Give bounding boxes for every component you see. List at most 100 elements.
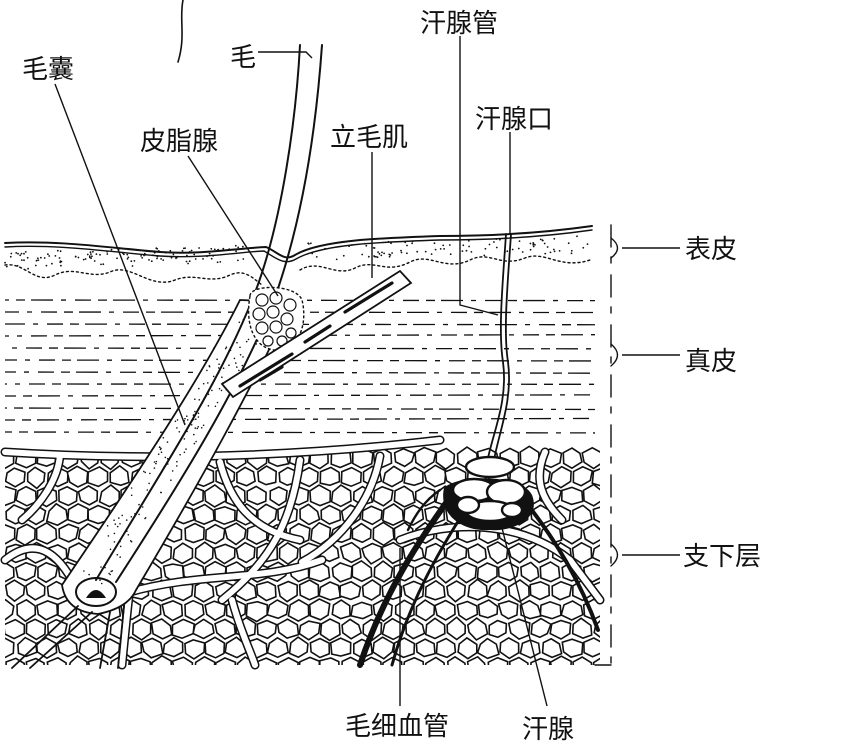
fat-cell [14, 561, 37, 582]
stipple-dot [373, 247, 376, 249]
skin-surface [4, 225, 593, 259]
leader-hair-follicle [54, 83, 186, 426]
stipple-dot [114, 523, 117, 525]
sweat-gland [443, 455, 534, 531]
stipple-dot [442, 244, 445, 247]
fat-cell [46, 656, 68, 665]
fat-cell [277, 656, 300, 665]
stipple-dot [220, 389, 223, 392]
fat-cell [266, 636, 290, 659]
stipple-dot [160, 451, 163, 454]
fat-cell [5, 637, 15, 659]
stipple-dot [60, 264, 62, 267]
fat-cell [309, 484, 332, 507]
fat-cell [582, 483, 600, 507]
stipple-dot [449, 253, 452, 256]
stipple-dot [411, 240, 414, 243]
stipple-dot [185, 448, 187, 450]
fat-cell [235, 466, 256, 487]
stipple-dot [146, 489, 149, 491]
fat-cell [37, 561, 59, 584]
fat-cell [150, 618, 173, 640]
fat-cell [423, 464, 447, 488]
stipple-dot [176, 465, 178, 467]
sweat-gland-coil [455, 495, 481, 515]
fat-cell [562, 447, 583, 470]
stipple-dot [82, 258, 85, 261]
fat-cell [403, 466, 424, 487]
stipple-dot [100, 263, 102, 266]
stipple-dot [351, 244, 353, 246]
stipple-dot [202, 424, 205, 427]
fat-cell [192, 503, 215, 525]
fat-cell [382, 465, 405, 488]
stipple-dot [499, 238, 501, 241]
stipple-dot [47, 253, 49, 256]
stipple-dot [529, 248, 532, 251]
stipple-dot [20, 252, 23, 255]
label-dermis: 真皮 [685, 347, 737, 377]
stipple-dot [157, 453, 160, 456]
fat-cell [616, 467, 634, 487]
fat-cell [266, 599, 289, 620]
gland-cell [269, 320, 283, 334]
stipple-dot [188, 260, 191, 263]
stipple-dot [558, 250, 561, 252]
stipple-dot [59, 260, 62, 263]
fat-cell [508, 656, 529, 665]
stipple-dot [193, 442, 196, 445]
stipple-dot [389, 254, 392, 256]
stipple-dot [311, 252, 314, 255]
fat-cell [46, 618, 68, 639]
fat-cell [435, 447, 456, 471]
stipple-dot [433, 242, 436, 245]
stipple-dot [195, 440, 197, 443]
fat-cell [519, 639, 541, 659]
sweat-gland-coil [464, 455, 516, 479]
stipple-dot [383, 252, 385, 255]
stipple-dot [140, 255, 143, 257]
stipple-dot [206, 255, 208, 258]
fat-cell [361, 505, 383, 526]
fat-cell [424, 617, 446, 640]
fat-cell [214, 657, 237, 665]
capillary-vessel [406, 488, 442, 532]
stipple-dot [110, 248, 113, 251]
stipple-dot [116, 525, 119, 528]
fat-cell [172, 542, 194, 565]
stipple-dot [179, 453, 181, 456]
fat-cell [140, 637, 164, 659]
stipple-dot [116, 257, 118, 260]
stipple-dot [324, 247, 326, 250]
fat-cell [529, 657, 551, 665]
fat-cell [381, 617, 404, 641]
stipple-dot [541, 239, 544, 242]
stipple-dot [222, 367, 225, 370]
stipple-dot [434, 248, 437, 251]
gland-cell [255, 321, 269, 335]
stipple-dot [127, 256, 130, 259]
stipple-dot [187, 252, 190, 254]
fat-cell [319, 466, 341, 487]
stipple-dot [130, 494, 133, 497]
stipple-dot [113, 519, 115, 521]
stipple-dot [238, 369, 240, 372]
stipple-dot [367, 255, 370, 258]
fat-cell [539, 561, 561, 583]
stipple-dot [195, 418, 197, 421]
stipple-dot [172, 253, 175, 256]
stipple-dot [549, 251, 552, 254]
fat-cell [58, 523, 80, 543]
stipple-dot [238, 321, 241, 324]
fat-cell [381, 503, 405, 526]
fat-cell [340, 466, 363, 488]
fat-cell [446, 655, 467, 665]
stipple-dot [241, 364, 244, 367]
stipple-dot [90, 257, 92, 260]
stipple-dot [517, 247, 520, 250]
stipple-dot [48, 255, 51, 257]
fat-cell [318, 657, 340, 665]
layer-brackets [594, 224, 619, 666]
stipple-dot [159, 448, 162, 451]
stipple-dot [506, 250, 509, 253]
